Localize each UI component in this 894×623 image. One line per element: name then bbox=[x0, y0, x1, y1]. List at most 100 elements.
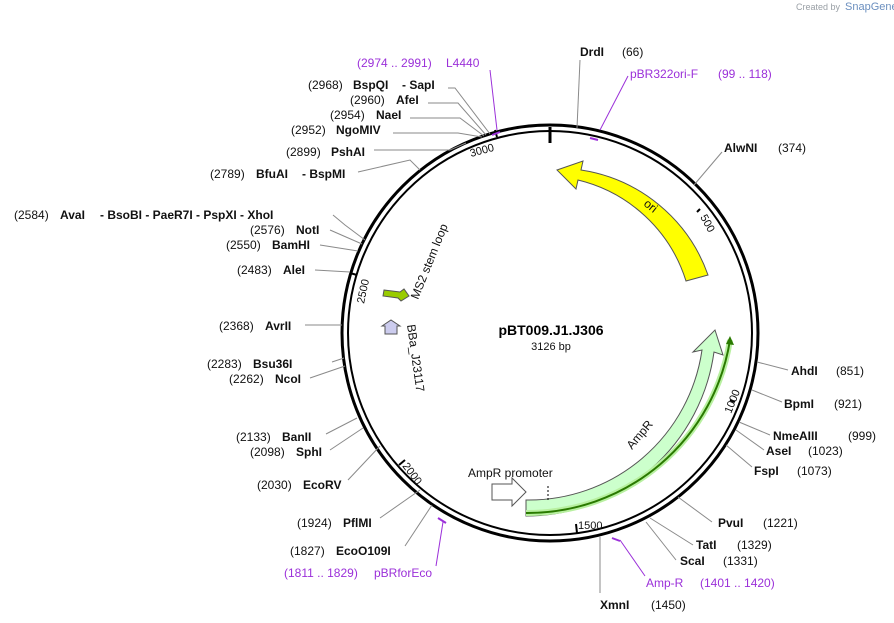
site-name: BanII bbox=[282, 430, 311, 444]
site-pos: (2368) bbox=[219, 319, 254, 333]
site-banii[interactable]: (2133) BanII bbox=[236, 430, 311, 444]
leader-naei bbox=[410, 117, 485, 137]
site-name: ScaI bbox=[680, 554, 705, 568]
site-name: NgoMIV bbox=[336, 123, 381, 137]
site-name: NaeI bbox=[376, 108, 401, 122]
site-pos: (2899) bbox=[286, 145, 321, 159]
site-pos: (2030) bbox=[257, 478, 292, 492]
tick-label-2000: 2000 bbox=[400, 461, 424, 488]
site-asei[interactable]: AseI (1023) bbox=[766, 444, 843, 458]
primer-range: (2974 .. 2991) bbox=[357, 56, 432, 70]
site-alei[interactable]: (2483) AleI bbox=[237, 263, 305, 277]
site-pos: (2584) bbox=[14, 208, 49, 222]
site-pos: (921) bbox=[834, 397, 862, 411]
leader-scai bbox=[645, 521, 677, 561]
site-name: AleI bbox=[283, 263, 305, 277]
site-ahdi[interactable]: AhdI (851) bbox=[791, 364, 864, 378]
site-pos: (2133) bbox=[236, 430, 271, 444]
leader-sphi bbox=[329, 427, 364, 451]
left-enzyme-sites: (2968) BspQI - SapI (2960) AfeI (2954) N… bbox=[14, 78, 491, 558]
tick-label-3000: 3000 bbox=[469, 142, 496, 160]
site-name: AvaI bbox=[60, 208, 85, 222]
site-name: AseI bbox=[766, 444, 791, 458]
site-avai-xhoi[interactable]: (2584) AvaI - BsoBI - PaeR7I - PspXI - X… bbox=[14, 208, 273, 222]
site-pos: (1450) bbox=[651, 598, 686, 612]
site-pos: (2960) bbox=[350, 93, 385, 107]
site-ecoo109i[interactable]: (1827) EcoO109I bbox=[290, 544, 391, 558]
site-bamhi[interactable]: (2550) BamHI bbox=[226, 238, 310, 252]
site-pos: (1924) bbox=[297, 516, 332, 530]
backbone-outer-ring bbox=[340, 123, 760, 543]
plasmid-backbone bbox=[340, 123, 760, 543]
leader-bspqi bbox=[448, 87, 491, 135]
leader-ecorv bbox=[347, 445, 381, 481]
site-name: PvuI bbox=[718, 516, 743, 530]
site-name: BfuAI bbox=[256, 167, 288, 181]
site-name: EcoO109I bbox=[336, 544, 391, 558]
primer-amp-r[interactable]: Amp-R (1401 .. 1420) bbox=[646, 576, 775, 590]
site-afei[interactable]: (2960) AfeI bbox=[350, 93, 419, 107]
site-ncoi[interactable]: (2262) NcoI bbox=[229, 372, 301, 386]
site-alwni[interactable]: AlwNI (374) bbox=[724, 141, 806, 155]
site-bspqi-sapi[interactable]: (2968) BspQI - SapI bbox=[308, 78, 435, 92]
site-tati[interactable]: TatI (1329) bbox=[696, 538, 772, 552]
site-bfuai-bspmi[interactable]: (2789) BfuAI - BspMI bbox=[210, 167, 345, 181]
primer-l4440[interactable]: (2974 .. 2991) L4440 bbox=[357, 56, 480, 70]
leader-drdi bbox=[576, 59, 581, 129]
leader-ncoi bbox=[309, 365, 346, 379]
site-name: NcoI bbox=[275, 372, 301, 386]
primer-pbr322ori-f[interactable]: pBR322ori-F (99 .. 118) bbox=[630, 67, 772, 81]
site-bsu36i[interactable]: (2283) Bsu36I bbox=[207, 357, 292, 371]
site-name: Bsu36I bbox=[253, 357, 292, 371]
site-name: AvrII bbox=[265, 319, 291, 333]
leader-ngomiv bbox=[393, 132, 483, 138]
site-fspi[interactable]: FspI (1073) bbox=[754, 464, 832, 478]
plasmid-length: 3126 bp bbox=[531, 341, 571, 353]
site-pshai[interactable]: (2899) PshAI bbox=[286, 145, 365, 159]
primer-name: Amp-R bbox=[646, 576, 684, 590]
site-drdi[interactable]: DrdI (66) bbox=[580, 45, 643, 59]
bba-j23117-arrow[interactable] bbox=[380, 319, 402, 335]
site-xmni[interactable]: XmnI (1450) bbox=[600, 598, 686, 612]
site-naei[interactable]: (2954) NaeI bbox=[330, 108, 401, 122]
brand-name: SnapGene bbox=[845, 1, 894, 13]
leader-pshai bbox=[374, 142, 467, 151]
primer-range: (99 .. 118) bbox=[718, 67, 772, 81]
ampr-orf-line bbox=[525, 339, 731, 515]
tick-mark-2000 bbox=[398, 459, 406, 466]
site-nmeaiii[interactable]: NmeAIII (999) bbox=[773, 429, 876, 443]
site-pos: (2789) bbox=[210, 167, 245, 181]
site-pos: (1329) bbox=[737, 538, 772, 552]
tick-mark-2500 bbox=[349, 272, 358, 276]
site-ngomiv[interactable]: (2952) NgoMIV bbox=[291, 123, 381, 137]
site-name: PflMI bbox=[343, 516, 372, 530]
plasmid-center: pBT009.J1.J306 3126 bp bbox=[498, 322, 603, 353]
site-noti[interactable]: (2576) NotI bbox=[250, 223, 319, 237]
plasmid-name: pBT009.J1.J306 bbox=[498, 322, 603, 338]
ampr-promoter-label: AmpR promoter bbox=[468, 466, 553, 480]
site-name: AlwNI bbox=[724, 141, 757, 155]
site-name: SphI bbox=[296, 445, 322, 459]
site-sphi[interactable]: (2098) SphI bbox=[250, 445, 322, 459]
ampr-promoter-arrow[interactable] bbox=[491, 476, 527, 508]
site-pos: (1023) bbox=[808, 444, 843, 458]
site-pvui[interactable]: PvuI (1221) bbox=[718, 516, 798, 530]
ampr-orf-arrowhead bbox=[726, 336, 734, 345]
leader-banii bbox=[325, 417, 358, 435]
site-scai[interactable]: ScaI (1331) bbox=[680, 554, 758, 568]
leader-alei bbox=[314, 269, 351, 273]
site-pflmi[interactable]: (1924) PflMI bbox=[297, 516, 372, 530]
site-name: BamHI bbox=[272, 238, 310, 252]
site-name: AfeI bbox=[396, 93, 419, 107]
site-name: BpmI bbox=[784, 397, 814, 411]
site-pos: (1827) bbox=[290, 544, 325, 558]
leader-alwni bbox=[693, 151, 723, 186]
site-avrii[interactable]: (2368) AvrII bbox=[219, 319, 291, 333]
site-ecorv[interactable]: (2030) EcoRV bbox=[257, 478, 341, 492]
ms2-stem-loop-arrow[interactable] bbox=[382, 288, 410, 302]
primers: (2974 .. 2991) L4440 pBR322ori-F (99 .. … bbox=[284, 56, 775, 590]
ori-arrow[interactable] bbox=[556, 160, 709, 282]
primer-pbrforeco[interactable]: (1811 .. 1829) pBRforEco bbox=[284, 566, 432, 580]
leader-bsu36i bbox=[331, 357, 345, 363]
site-bpmi[interactable]: BpmI (921) bbox=[784, 397, 862, 411]
